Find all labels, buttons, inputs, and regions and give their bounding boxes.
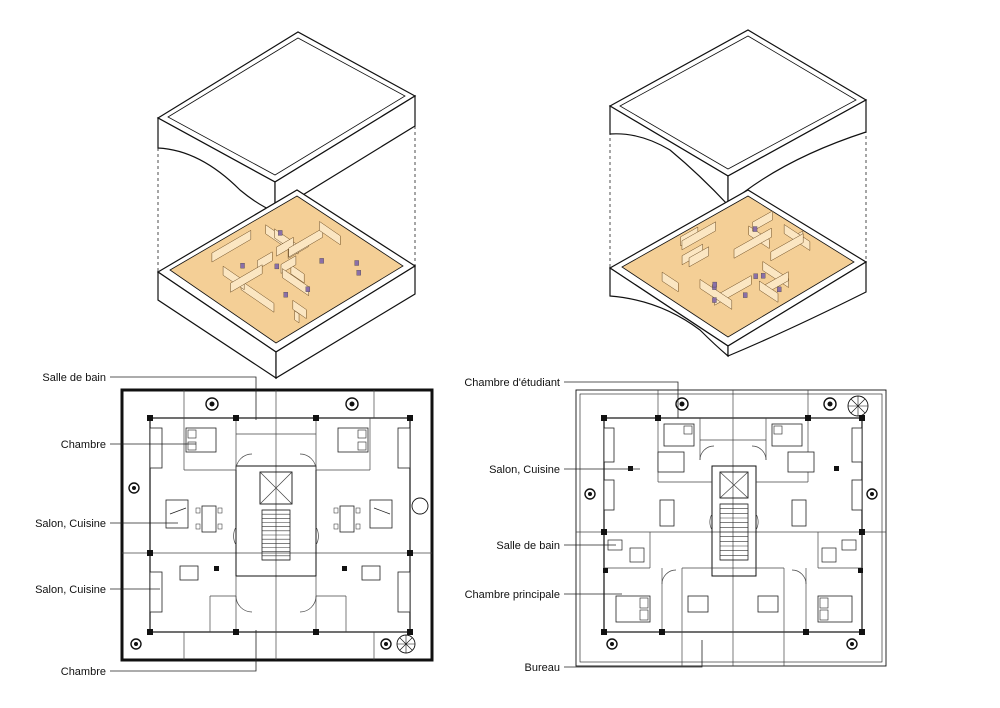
- floor-slab: [156, 189, 417, 380]
- tree-icon: [380, 638, 392, 650]
- kitchen-counter: [149, 427, 163, 469]
- leader-line: [110, 376, 257, 420]
- kitchen-counter: [149, 571, 163, 613]
- umbrella-icon: [847, 395, 869, 417]
- stair-icon: [261, 509, 291, 561]
- kitchen-counter: [397, 571, 411, 613]
- table-icon: [791, 499, 807, 527]
- door-arc: [233, 526, 237, 546]
- door-arc: [315, 526, 319, 546]
- inner-wall: [149, 417, 411, 633]
- sofa-icon: [657, 451, 685, 473]
- door-arc: [709, 513, 713, 531]
- tree-icon: [128, 482, 140, 494]
- label-master-bedroom: Chambre principale: [465, 589, 560, 601]
- elevator: [719, 471, 749, 499]
- leader-line: [564, 381, 679, 418]
- bed-icon: [337, 427, 369, 453]
- door-arc: [755, 513, 759, 531]
- bed-icon: [185, 427, 217, 453]
- kitchen-counter: [851, 427, 863, 463]
- right-floor-plan: [575, 389, 887, 667]
- label-living-top: Salon, Cuisine: [35, 518, 106, 530]
- kitchen-counter: [603, 427, 615, 463]
- sofa-icon: [787, 451, 815, 473]
- tree-icon: [823, 397, 837, 411]
- bathtub: [821, 547, 837, 563]
- table-icon: [179, 565, 199, 581]
- leader-line: [110, 630, 257, 672]
- door-arc: [751, 445, 767, 461]
- interior-walls: [661, 210, 811, 310]
- tree-icon: [584, 488, 596, 500]
- leader-line: [564, 640, 703, 668]
- table-icon: [659, 499, 675, 527]
- door-arc: [235, 453, 253, 471]
- door-arc: [235, 595, 253, 613]
- bed-icon: [771, 423, 803, 447]
- right-isometric: [608, 29, 868, 358]
- tree-icon: [866, 488, 878, 500]
- tree-icon: [846, 638, 858, 650]
- sink: [841, 539, 857, 551]
- tree-icon: [411, 497, 429, 515]
- label-student-room: Chambre d'étudiant: [464, 377, 560, 389]
- elevator: [259, 471, 293, 505]
- roof-slab: [156, 31, 417, 214]
- umbrella-icon: [396, 634, 416, 654]
- interior-walls: [211, 220, 361, 324]
- sofa-icon: [165, 499, 189, 529]
- kitchen-counter: [397, 427, 411, 469]
- label-bathroom: Salle de bain: [496, 540, 560, 552]
- tree-icon: [675, 397, 689, 411]
- table-icon: [687, 595, 709, 613]
- bathtub: [629, 547, 645, 563]
- outer-boundary: [575, 389, 887, 667]
- table-icon: [757, 595, 779, 613]
- door-arc: [299, 453, 317, 471]
- tree-icon: [345, 397, 359, 411]
- sofa-icon: [369, 499, 393, 529]
- tree-icon: [130, 638, 142, 650]
- roof-slab: [608, 29, 868, 207]
- bed-icon: [615, 595, 651, 623]
- label-bathroom: Salle de bain: [42, 372, 106, 384]
- door-arc: [791, 569, 807, 585]
- left-plan-labels: Salle de bain Chambre Salon, Cuisine Sal…: [35, 372, 257, 678]
- left-isometric: [156, 31, 417, 380]
- kitchen-counter: [603, 479, 615, 511]
- outer-boundary-inner: [579, 393, 883, 663]
- table-icon: [333, 505, 361, 533]
- bed-icon: [817, 595, 853, 623]
- label-office: Bureau: [525, 662, 560, 674]
- bed-icon: [663, 423, 695, 447]
- table-icon: [195, 505, 223, 533]
- floor-slab: [608, 189, 868, 358]
- tree-icon: [606, 638, 618, 650]
- label-bedroom-top: Chambre: [61, 439, 106, 451]
- core: [711, 465, 757, 577]
- stair-icon: [719, 503, 749, 561]
- kitchen-counter: [851, 479, 863, 511]
- columns: [147, 415, 413, 635]
- left-floor-plan: [120, 388, 434, 662]
- door-arc: [699, 445, 715, 461]
- door-arc: [299, 595, 317, 613]
- label-living-bottom: Salon, Cuisine: [35, 584, 106, 596]
- tree-icon: [205, 397, 219, 411]
- core: [235, 465, 317, 577]
- label-bedroom-bottom: Chambre: [61, 666, 106, 678]
- right-plan-labels: Chambre d'étudiant Salon, Cuisine Salle …: [464, 377, 703, 674]
- label-living: Salon, Cuisine: [489, 464, 560, 476]
- table-icon: [361, 565, 381, 581]
- door-arc: [661, 569, 677, 585]
- columns: [601, 415, 865, 635]
